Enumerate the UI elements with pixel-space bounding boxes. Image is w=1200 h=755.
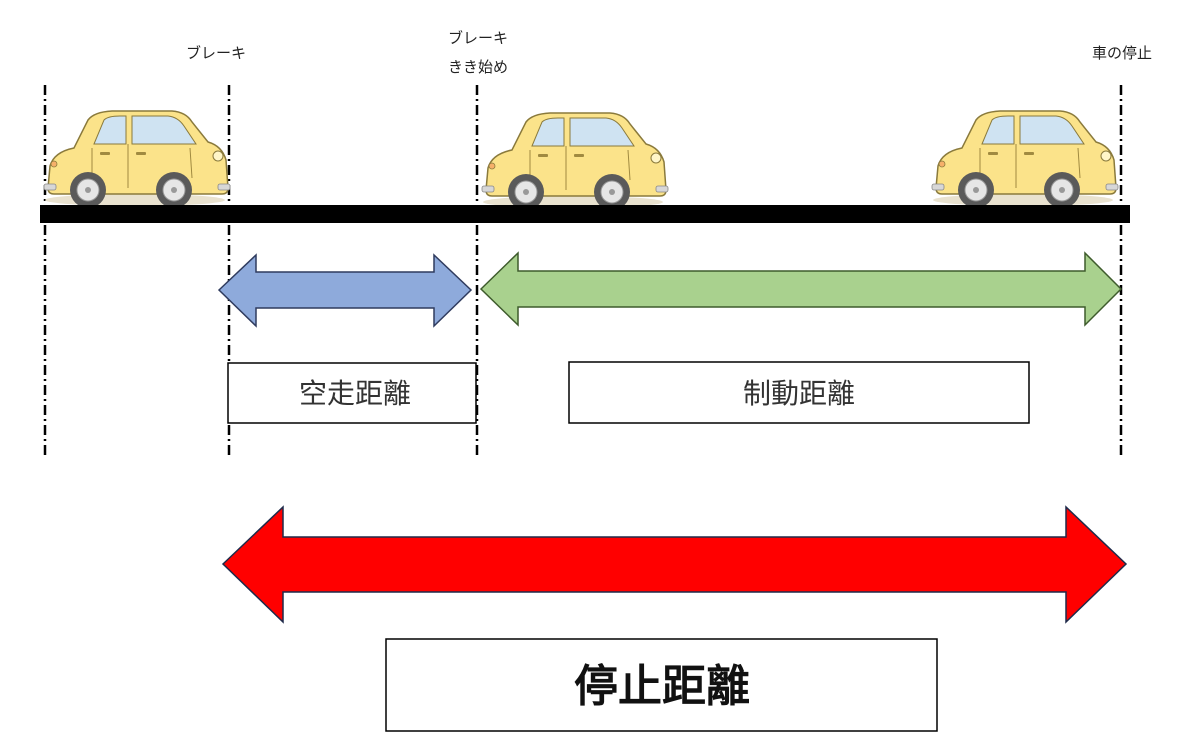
- stopping-box: 停止距離: [385, 638, 938, 732]
- braking-arrow: [479, 251, 1123, 327]
- car-icon-3: [931, 110, 1119, 209]
- stopping-label: 停止距離: [574, 661, 750, 712]
- free-running-box: 空走距離: [227, 362, 477, 424]
- label-brake: ブレーキ: [186, 44, 246, 62]
- label-brake-start-line2: きき始め: [448, 58, 508, 76]
- car-icon-1: [43, 110, 231, 209]
- label-car-stop: 車の停止: [1092, 44, 1152, 62]
- braking-label: 制動距離: [743, 377, 855, 410]
- braking-box: 制動距離: [568, 361, 1030, 424]
- label-brake-start-line1: ブレーキ: [448, 29, 508, 47]
- road: [40, 205, 1130, 223]
- car-icon-2: [481, 112, 669, 211]
- free-running-label: 空走距離: [299, 377, 411, 410]
- free-running-arrow: [217, 253, 473, 328]
- stopping-distance-arrow: [221, 505, 1128, 624]
